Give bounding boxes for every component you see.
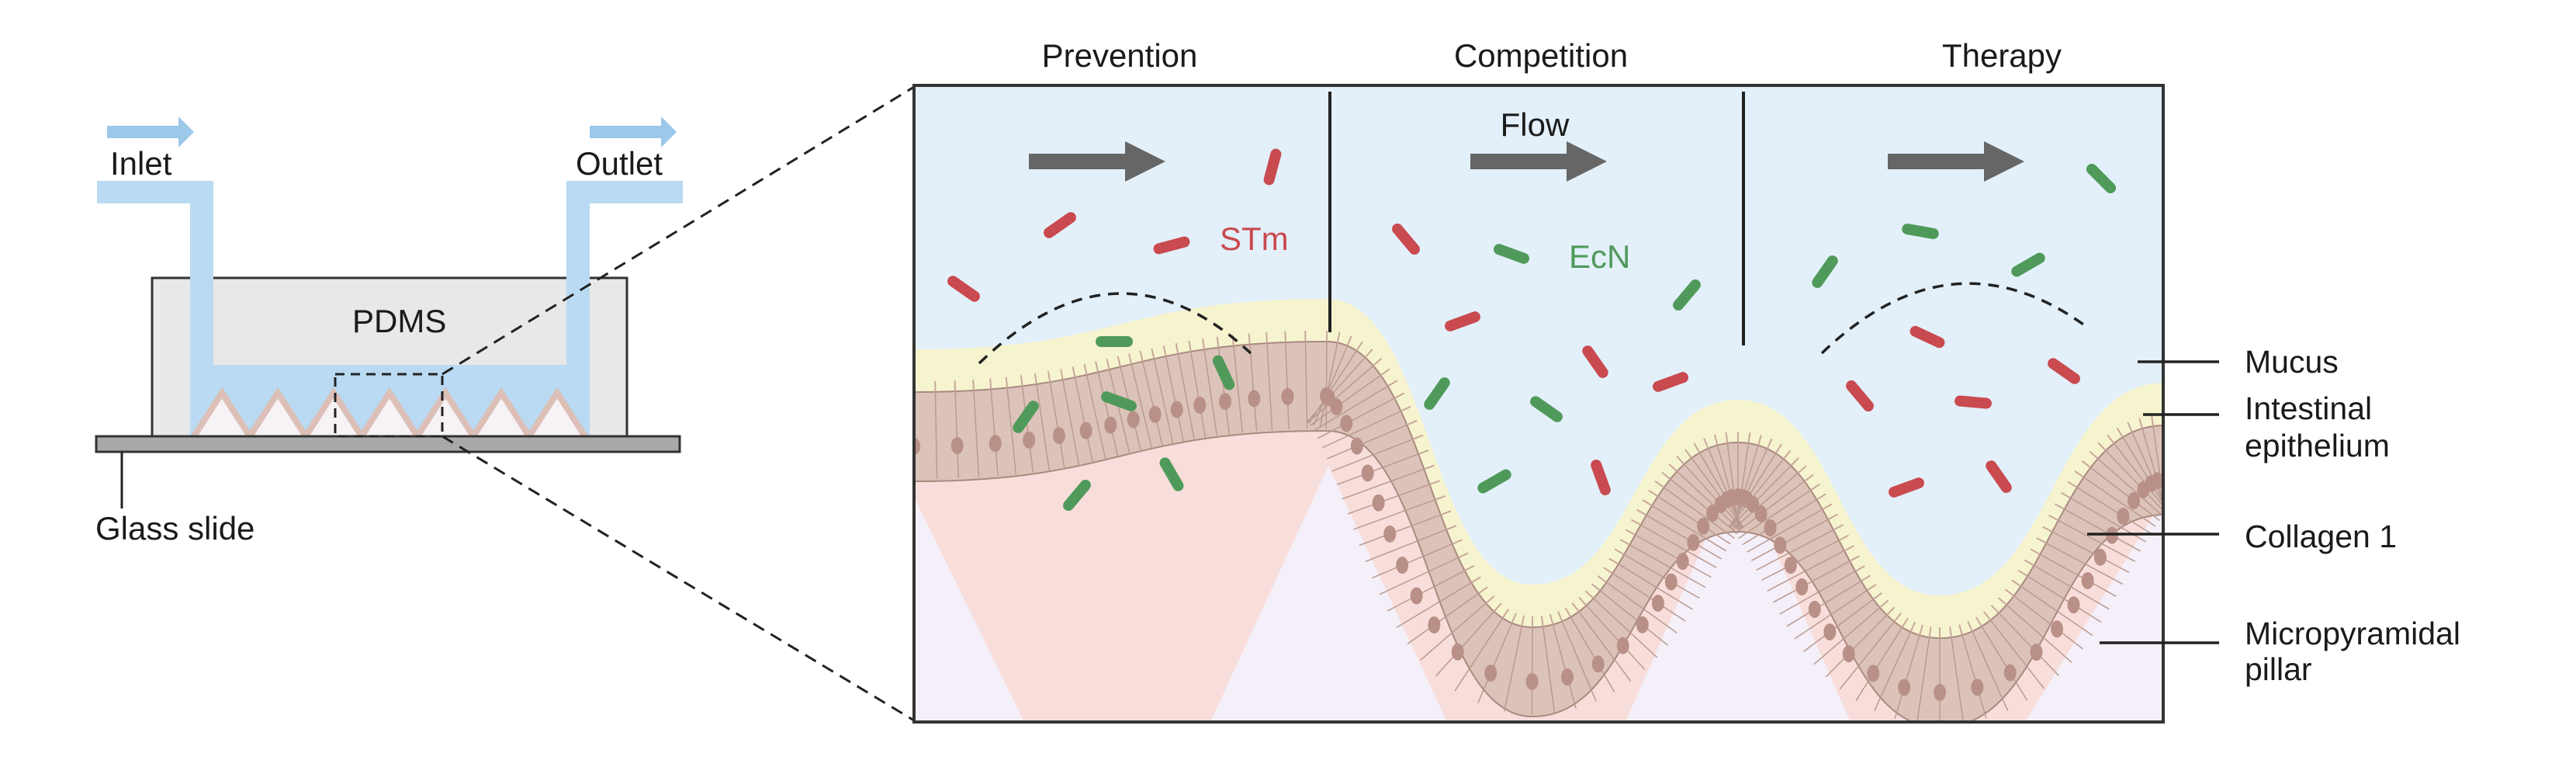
ecn-label: EcN (1569, 238, 1630, 275)
device-schematic: Inlet Outlet PDMS Glass slide (95, 116, 683, 547)
cell-nucleus (1149, 406, 1162, 423)
epithelium-label-2: epithelium (2245, 428, 2390, 463)
cell-nucleus (1971, 679, 1983, 696)
cell-nucleus (1697, 518, 1709, 535)
mucus-label: Mucus (2245, 344, 2339, 380)
panel-title-therapy: Therapy (1942, 37, 2062, 74)
inlet-label: Inlet (110, 145, 172, 182)
cell-nucleus (1362, 464, 1374, 481)
microvillus (973, 380, 974, 390)
collagen-label: Collagen 1 (2245, 519, 2397, 554)
cell-nucleus (1934, 684, 1946, 701)
cell-nucleus (1764, 519, 1777, 536)
epithelium-label-1: Intestinal (2245, 390, 2372, 426)
cell-nucleus (1127, 411, 1140, 429)
cell-nucleus (1652, 595, 1664, 612)
cell-nucleus (1867, 665, 1879, 682)
cell-nucleus (1248, 390, 1260, 407)
microvillus (990, 378, 991, 389)
cell-boundary (2165, 425, 2166, 512)
pdms-label: PDMS (352, 303, 446, 339)
cell-nucleus (1795, 578, 1808, 595)
flow-label: Flow (1501, 106, 1570, 143)
cell-nucleus (1636, 616, 1649, 633)
panel-title-prevention: Prevention (1042, 37, 1198, 74)
cell-nucleus (1592, 655, 1605, 672)
outlet-arrow (590, 116, 677, 148)
cell-nucleus (1898, 679, 1910, 696)
cell-nucleus (1219, 393, 1231, 410)
cell-nucleus (1665, 573, 1678, 590)
tissue-panel (908, 85, 2172, 727)
glass-slide (96, 436, 680, 452)
outlet-label: Outlet (576, 145, 663, 182)
zoom-line-top (442, 87, 914, 374)
cell-nucleus (1104, 417, 1117, 434)
cell-nucleus (1452, 644, 1464, 661)
cell-nucleus (1843, 645, 1855, 662)
cell-nucleus (1373, 495, 1385, 512)
cell-nucleus (951, 437, 964, 454)
microvillus (1266, 332, 1267, 343)
pillar-label-2: pillar (2245, 651, 2312, 687)
cell-boundary (1326, 342, 1327, 429)
cell-nucleus (1785, 557, 1797, 574)
cell-nucleus (2117, 508, 2129, 525)
cell-nucleus (1330, 398, 1342, 415)
zoom-line-bottom (442, 436, 914, 720)
panel-title-competition: Competition (1454, 37, 1628, 74)
cell-nucleus (1809, 601, 1821, 618)
cell-nucleus (1774, 536, 1786, 554)
cell-nucleus (2051, 620, 2063, 637)
cell-nucleus (2004, 665, 2017, 682)
microvillus (1285, 331, 1286, 342)
cell-nucleus (1484, 665, 1497, 682)
pillar-label-1: Micropyramidal (2245, 616, 2460, 651)
cell-nucleus (2031, 644, 2043, 661)
cell-nucleus (1677, 553, 1689, 570)
cell-nucleus (1340, 415, 1352, 432)
cell-nucleus (1383, 526, 1396, 543)
cell-nucleus (1526, 673, 1539, 690)
cell-nucleus (1687, 534, 1699, 551)
microvillus (1006, 377, 1007, 388)
cell-nucleus (1617, 637, 1629, 654)
cell-nucleus (1023, 432, 1035, 449)
cell-nucleus (1823, 623, 1836, 640)
cell-nucleus (1351, 438, 1363, 455)
cell-nucleus (2067, 596, 2079, 613)
cell-nucleus (1411, 587, 1423, 604)
microvillus (955, 380, 956, 391)
cell-nucleus (1281, 388, 1293, 405)
cell-nucleus (2082, 572, 2094, 589)
cell-nucleus (1053, 427, 1065, 444)
cell-nucleus (1396, 557, 1408, 574)
cell-nucleus (1171, 401, 1183, 418)
cell-nucleus (989, 435, 1002, 452)
glass-slide-label: Glass slide (95, 510, 254, 547)
stm-label: STm (1220, 220, 1289, 257)
cell-nucleus (2094, 549, 2107, 566)
cell-nucleus (1561, 668, 1574, 685)
microvillus (1249, 334, 1250, 345)
cell-nucleus (1193, 397, 1206, 414)
ecn-bacterium (1096, 336, 1133, 347)
cell-nucleus (2159, 471, 2172, 488)
inlet-arrow (107, 116, 194, 148)
cell-nucleus (1080, 422, 1092, 439)
cell-nucleus (1428, 616, 1440, 633)
